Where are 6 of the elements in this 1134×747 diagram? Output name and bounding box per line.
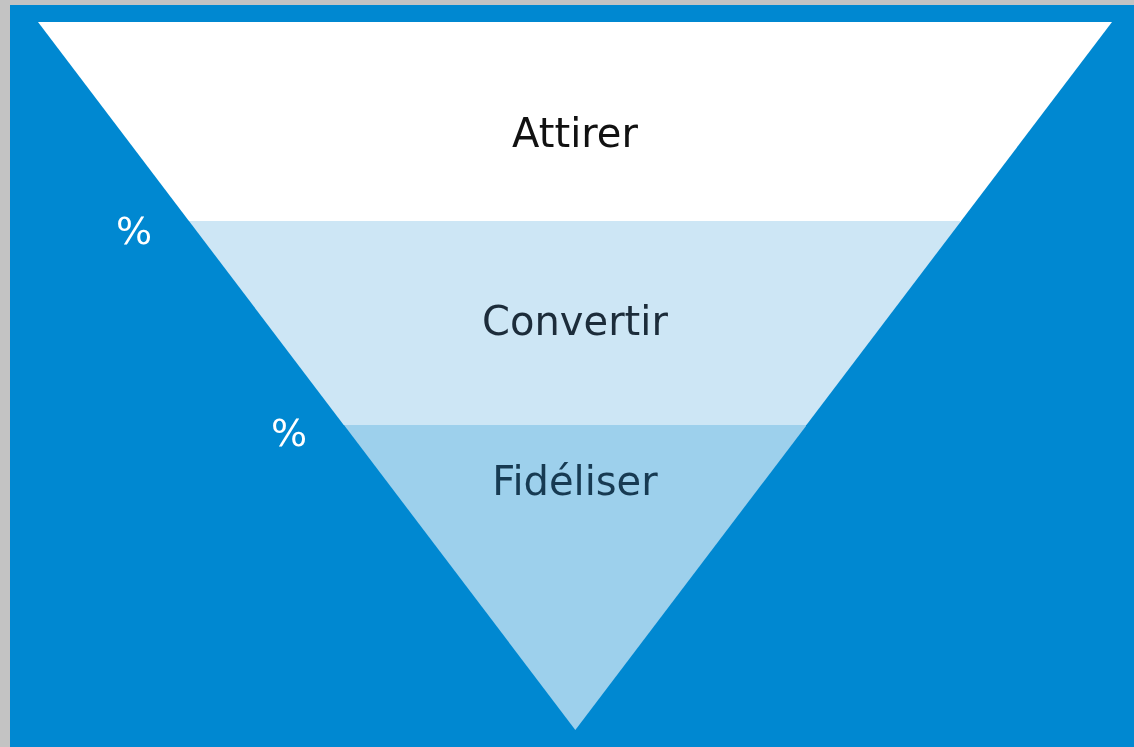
percent-label: % bbox=[271, 414, 308, 452]
stage-label: Attirer bbox=[512, 113, 638, 153]
stage-label: Convertir bbox=[482, 301, 668, 341]
funnel-band bbox=[343, 425, 807, 730]
percent-label: % bbox=[116, 212, 153, 250]
stage-label: Fidéliser bbox=[492, 461, 658, 501]
